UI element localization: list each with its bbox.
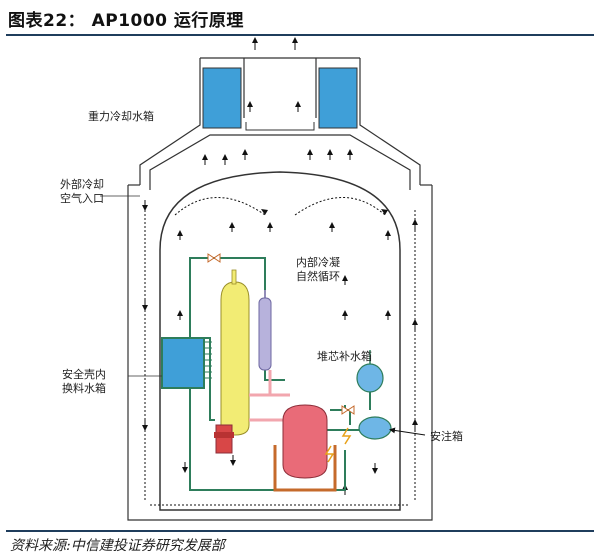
label-gravity-tank: 重力冷却水箱 [88,109,154,123]
gravity-tank-right [318,67,358,129]
label-outer-air-2: 空气入口 [60,191,104,205]
top-rule [6,34,594,36]
pressurizer [258,297,272,371]
containment-vessel [159,171,401,511]
label-outer-air-1: 外部冷却 [60,177,104,191]
bottom-rule [6,530,594,532]
steam-generator [220,281,250,436]
gravity-tank-left [202,67,242,129]
label-core-makeup: 堆芯补水箱 [317,349,372,363]
source-note: 资料来源:中信建投证券研究发展部 [10,538,225,554]
label-accumulator: 安注箱 [430,429,463,443]
irwst-tank [161,337,205,389]
valve-icon [341,405,349,415]
figure-title: 图表22： AP1000 运行原理 [8,11,244,31]
label-irwst-2: 换料水箱 [62,381,106,395]
label-inner-circ-2: 自然循环 [296,269,340,283]
label-irwst-1: 安全壳内 [62,367,106,381]
valve-icon [207,253,215,263]
core-makeup-tank [356,363,384,393]
reactor-vessel [282,404,328,479]
accumulator-tank [358,416,392,440]
shield-building [127,57,433,521]
reactor-pump [215,424,233,454]
label-inner-circ-1: 内部冷凝 [296,255,340,269]
